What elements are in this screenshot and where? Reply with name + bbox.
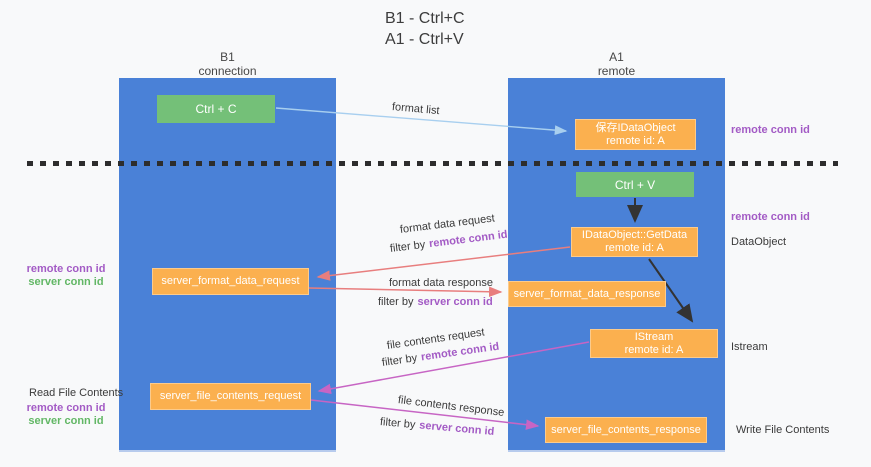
remote-conn-id-text: remote conn id (26, 402, 106, 414)
lane-b1-title: B1 (220, 50, 235, 64)
box-ctrl-v: Ctrl + V (576, 172, 694, 197)
lane-b1-subtitle: connection (198, 64, 257, 78)
lane-header-a1: A1 remote (508, 50, 725, 78)
server-conn-id-text: server conn id (28, 415, 104, 427)
filter-by-text: filter by (378, 296, 414, 308)
filter-by-text: filter by (381, 352, 418, 369)
diagram-title: B1 - Ctrl+C A1 - Ctrl+V (385, 8, 465, 50)
remote-conn-id-text: remote conn id (26, 263, 106, 275)
remote-conn-id-text: remote conn id (428, 228, 509, 251)
lane-header-b1: B1 connection (119, 50, 336, 78)
box-istream-subtitle: remote id: A (624, 343, 684, 356)
server-conn-id-text: server conn id (418, 419, 495, 438)
box-istream-title: IStream (634, 330, 674, 343)
left-conn-pair-1: remote conn id server conn id (20, 263, 112, 289)
filter-by-text: filter by (379, 416, 416, 432)
box-idataobject-getdata-title: IDataObject::GetData (581, 229, 688, 241)
box-server-file-contents-response: server_file_contents_response (545, 417, 707, 443)
title-line-1: B1 - Ctrl+C (385, 10, 465, 27)
box-server-format-data-response: server_format_data_response (508, 281, 666, 307)
label-read-file-contents: Read File Contents (29, 387, 124, 399)
right-remote-conn-id-1: remote conn id (731, 124, 810, 136)
box-server-format-data-request: server_format_data_request (152, 268, 309, 295)
dashed-divider (27, 161, 838, 166)
server-conn-id-text: server conn id (417, 296, 493, 308)
box-idataobject-getdata-subtitle: remote id: A (605, 242, 664, 254)
left-conn-pair-2: remote conn id server conn id (20, 402, 112, 428)
lane-a1-subtitle: remote (597, 64, 636, 78)
label-file-contents-response: file contents response (397, 394, 505, 419)
label-write-file-contents: Write File Contents (736, 424, 830, 436)
box-save-idataobject-title: 保存IDataObject (595, 121, 676, 134)
lane-a1-title: A1 (609, 50, 624, 64)
box-save-idataobject: 保存IDataObject remote id: A (575, 119, 696, 150)
box-istream: IStream remote id: A (590, 329, 718, 358)
label-dataobject: DataObject (731, 236, 787, 248)
box-server-file-contents-request: server_file_contents_request (150, 383, 311, 410)
label-istream: Istream (731, 341, 768, 353)
label-format-list: format list (391, 101, 441, 118)
filter-by-text: filter by (389, 238, 426, 255)
title-line-2: A1 - Ctrl+V (385, 31, 464, 48)
box-idataobject-getdata: IDataObject::GetData remote id: A (571, 227, 698, 257)
label-format-data-response: format data response (389, 277, 493, 289)
server-conn-id-text: server conn id (28, 276, 104, 288)
box-ctrl-c: Ctrl + C (157, 95, 275, 123)
right-remote-conn-id-2: remote conn id (731, 211, 810, 223)
box-save-idataobject-subtitle: remote id: A (606, 134, 665, 147)
